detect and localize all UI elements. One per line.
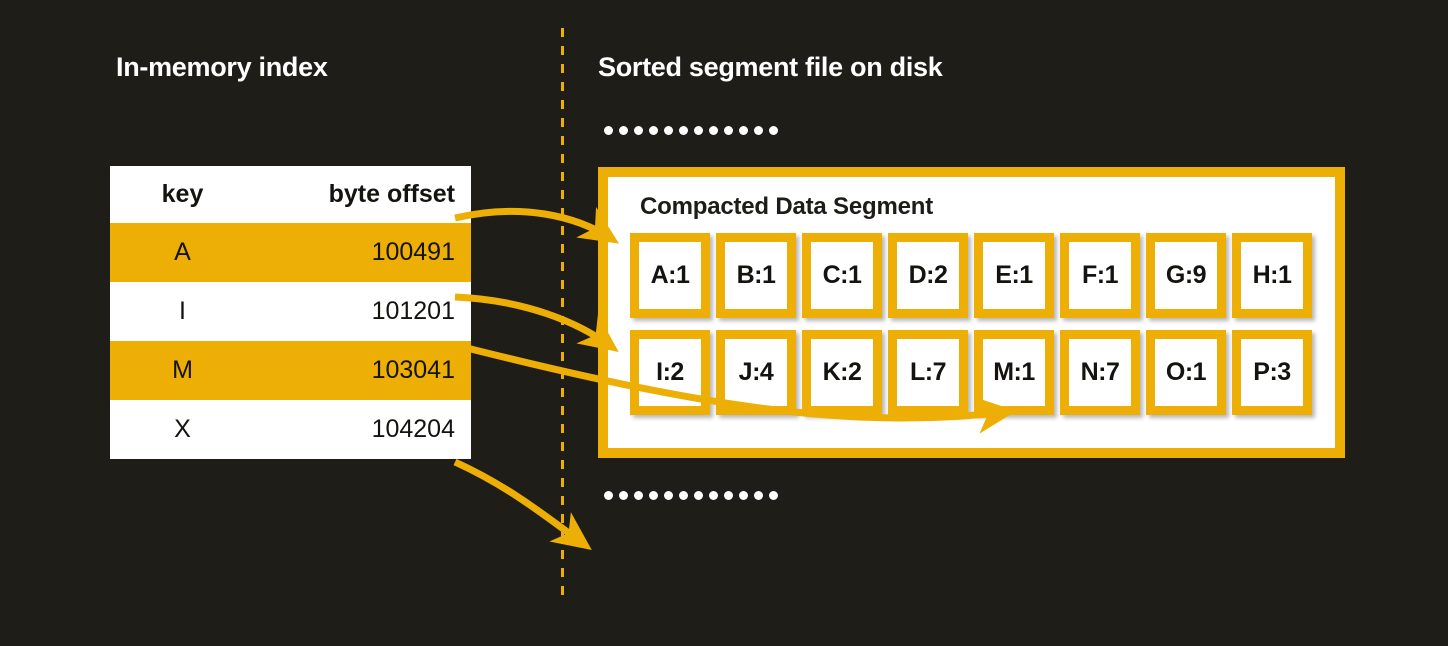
ellipsis-dot	[754, 126, 763, 135]
segment-record-cell[interactable]: O:1	[1146, 330, 1226, 415]
table-row[interactable]: M 103041	[110, 341, 471, 400]
segment-record-cell[interactable]: L:7	[888, 330, 968, 415]
ellipsis-dot	[679, 126, 688, 135]
ellipsis-dot	[619, 126, 628, 135]
ellipsis-dot	[694, 126, 703, 135]
ellipsis-dot	[649, 126, 658, 135]
segment-record-cell[interactable]: B:1	[716, 233, 796, 318]
arrow-i-to-cell-i	[454, 293, 619, 352]
segment-record-cell[interactable]: I:2	[630, 330, 710, 415]
index-row-key: A	[174, 238, 191, 266]
segment-record-cell[interactable]: P:3	[1232, 330, 1312, 415]
index-row-byte-offset: 103041	[371, 356, 455, 384]
index-row-key: M	[172, 356, 193, 384]
segment-record-cell[interactable]: J:4	[716, 330, 796, 415]
index-row-key: X	[174, 415, 191, 443]
ellipsis-dot	[709, 126, 718, 135]
index-row-byte-offset: 100491	[371, 238, 455, 266]
segment-record-cell[interactable]: M:1	[974, 330, 1054, 415]
compacted-data-segment-label: Compacted Data Segment	[640, 193, 933, 220]
arrow-a-to-cell-a	[454, 206, 620, 244]
ellipsis-dots-below-segment	[604, 491, 778, 500]
segment-record-cell[interactable]: D:2	[888, 233, 968, 318]
ellipsis-dot	[769, 491, 778, 500]
ellipsis-dot	[679, 491, 688, 500]
ellipsis-dot	[694, 491, 703, 500]
in-memory-index-title: In-memory index	[116, 52, 328, 82]
arrow-x-offscreen	[453, 458, 592, 550]
ellipsis-dot	[634, 491, 643, 500]
column-header-key: key	[161, 180, 204, 208]
ellipsis-dot	[709, 491, 718, 500]
table-row[interactable]: A 100491	[110, 223, 471, 282]
segment-record-cell[interactable]: G:9	[1146, 233, 1226, 318]
ellipsis-dot	[769, 126, 778, 135]
segment-record-cell[interactable]: F:1	[1060, 233, 1140, 318]
ellipsis-dot	[604, 126, 613, 135]
index-row-byte-offset: 104204	[371, 415, 455, 443]
column-header-byte-offset: byte offset	[328, 180, 455, 208]
ellipsis-dot	[664, 491, 673, 500]
segment-record-cell[interactable]: K:2	[802, 330, 882, 415]
segment-record-cell[interactable]: N:7	[1060, 330, 1140, 415]
index-row-key: I	[179, 297, 186, 325]
ellipsis-dot	[649, 491, 658, 500]
ellipsis-dot	[664, 126, 673, 135]
ellipsis-dot	[724, 126, 733, 135]
ellipsis-dot	[604, 491, 613, 500]
ellipsis-dots-above-segment	[604, 126, 778, 135]
ellipsis-dot	[754, 491, 763, 500]
ellipsis-dot	[634, 126, 643, 135]
table-row[interactable]: I 101201	[110, 282, 471, 341]
index-row-byte-offset: 101201	[371, 297, 455, 325]
segment-record-cell[interactable]: A:1	[630, 233, 710, 318]
ellipsis-dot	[619, 491, 628, 500]
sorted-segment-file-title: Sorted segment file on disk	[598, 52, 943, 82]
table-header-row: key byte offset	[110, 166, 471, 223]
memory-disk-divider	[561, 28, 564, 598]
ellipsis-dot	[739, 491, 748, 500]
ellipsis-dot	[724, 491, 733, 500]
segment-record-cell[interactable]: H:1	[1232, 233, 1312, 318]
segment-record-cell[interactable]: C:1	[802, 233, 882, 318]
index-table-header: key byte offset	[110, 166, 471, 223]
ellipsis-dot	[739, 126, 748, 135]
segment-record-cell[interactable]: E:1	[974, 233, 1054, 318]
table-row[interactable]: X 104204	[110, 400, 471, 459]
